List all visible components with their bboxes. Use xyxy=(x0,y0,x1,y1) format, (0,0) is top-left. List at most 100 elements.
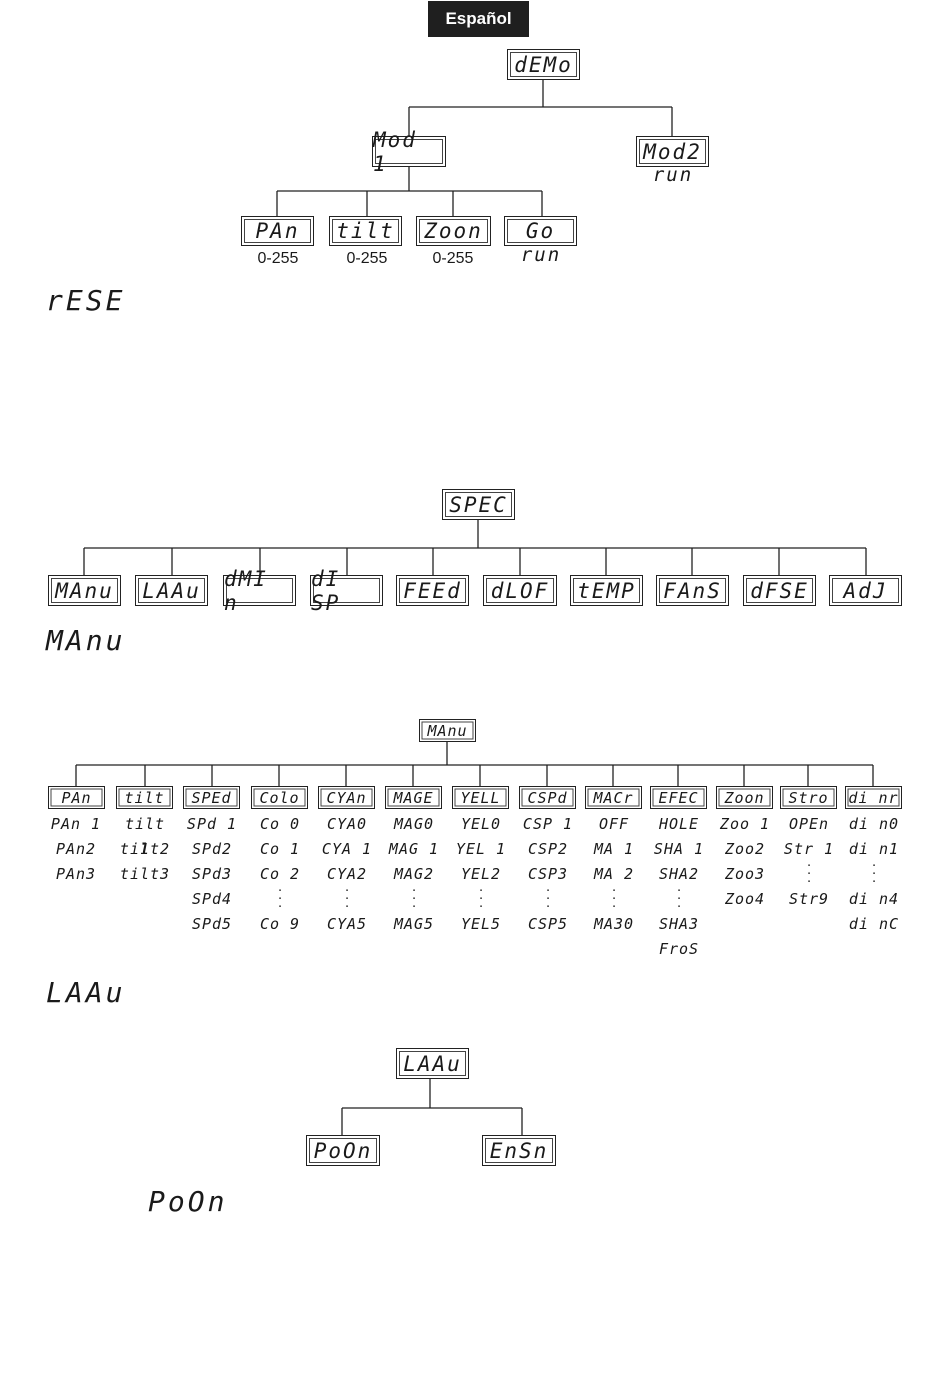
list-item: di n1 xyxy=(848,840,900,858)
list-item: Str9 xyxy=(788,890,830,908)
list-item: Co 9 xyxy=(259,915,301,933)
manu-column-items: tilt 1 tilt2 tilt3 xyxy=(115,812,175,887)
list-item: tilt 1 xyxy=(124,815,166,858)
list-item: FroS xyxy=(658,940,700,958)
manu-column-box: Colo xyxy=(251,786,308,809)
list-item: Co 2 xyxy=(259,865,301,883)
spec-child-box: MAnu xyxy=(48,575,121,606)
list-item: MAG2 xyxy=(393,865,435,883)
manu-column-items: PAn 1 PAn2 PAn3 xyxy=(46,812,106,887)
manu-column-box: MAGE xyxy=(385,786,442,809)
list-item: PAn 1 xyxy=(50,815,102,833)
manu-column-box: MACr xyxy=(585,786,642,809)
manu-column-box: Stro xyxy=(780,786,837,809)
ellipsis-vertical-icon: ··· xyxy=(870,859,878,888)
heading-poon: PoOn xyxy=(148,1185,228,1218)
list-item: CYA5 xyxy=(326,915,368,933)
demo-child-range: 0-255 xyxy=(346,250,388,267)
list-item: Str 1 xyxy=(783,840,835,858)
manu-column-items: OPEn Str 1 ··· Str9 xyxy=(779,812,839,912)
list-item: CSP2 xyxy=(527,840,569,858)
ellipsis-vertical-icon: ··· xyxy=(610,884,618,913)
laau-child-box: PoOn xyxy=(306,1135,380,1166)
manu-column-box: PAn xyxy=(48,786,105,809)
manu-column-items: CYA0 CYA 1 CYA2 ··· CYA5 xyxy=(317,812,377,937)
spec-child-box: LAAu xyxy=(135,575,208,606)
list-item: MAG0 xyxy=(393,815,435,833)
list-item: CSP3 xyxy=(527,865,569,883)
laau-child-box: EnSn xyxy=(482,1135,556,1166)
list-item: MA 1 xyxy=(593,840,635,858)
list-item: tilt2 xyxy=(119,840,171,858)
list-item: Zoo 1 xyxy=(719,815,771,833)
demo-child-box: PAn xyxy=(241,216,314,246)
list-item: SPd 1 xyxy=(186,815,238,833)
list-item: MA30 xyxy=(593,915,635,933)
list-item: YEL 1 xyxy=(455,840,507,858)
manu-root-box: MAnu xyxy=(419,719,476,742)
manu-column-items: di n0 di n1 ··· di n4 di nC xyxy=(844,812,904,937)
manu-column-box: YELL xyxy=(452,786,509,809)
spec-child-box: AdJ xyxy=(829,575,902,606)
manu-column-items: MAG0 MAG 1 MAG2 ··· MAG5 xyxy=(384,812,444,937)
heading-rese: rESE xyxy=(46,284,126,317)
spec-child-box: dFSE xyxy=(743,575,816,606)
demo-child-box: tilt xyxy=(329,216,402,246)
list-item: MAG5 xyxy=(393,915,435,933)
list-item: HOLE xyxy=(658,815,700,833)
manu-column-box: di nr xyxy=(845,786,902,809)
demo-child-run: run xyxy=(520,244,562,266)
list-item: PAn2 xyxy=(55,840,97,858)
list-item: SPd5 xyxy=(191,915,233,933)
list-item: SPd2 xyxy=(191,840,233,858)
laau-root-box: LAAu xyxy=(396,1048,469,1079)
list-item: tilt3 xyxy=(119,865,171,883)
list-item: YEL0 xyxy=(460,815,502,833)
ellipsis-vertical-icon: ··· xyxy=(410,884,418,913)
ellipsis-vertical-icon: ··· xyxy=(276,884,284,913)
spec-child-box: dLOF xyxy=(483,575,557,606)
list-item: PAn3 xyxy=(55,865,97,883)
list-item: SPd3 xyxy=(191,865,233,883)
spec-child-box: dI SP xyxy=(310,567,383,615)
manu-column-items: SPd 1 SPd2 SPd3 SPd4 SPd5 xyxy=(182,812,242,937)
spec-child-box: FAnS xyxy=(656,575,729,606)
list-item: YEL2 xyxy=(460,865,502,883)
list-item: Co 0 xyxy=(259,815,301,833)
heading-manu: MAnu xyxy=(46,624,126,657)
list-item: di nC xyxy=(848,915,900,933)
manu-column-items: YEL0 YEL 1 YEL2 ··· YEL5 xyxy=(451,812,511,937)
list-item: YEL5 xyxy=(460,915,502,933)
ellipsis-vertical-icon: ··· xyxy=(675,884,683,913)
demo-child-box: Go xyxy=(504,216,577,246)
list-item: SHA2 xyxy=(658,865,700,883)
list-item: MAG 1 xyxy=(388,840,440,858)
manu-column-box: CSPd xyxy=(519,786,576,809)
language-tab: Español xyxy=(428,1,529,37)
demo-child-range: 0-255 xyxy=(257,250,299,267)
list-item: OFF xyxy=(598,815,630,833)
list-item: CYA 1 xyxy=(321,840,373,858)
manu-column-items: HOLE SHA 1 SHA2 ··· SHA3 FroS xyxy=(649,812,709,962)
list-item: Zoo4 xyxy=(724,890,766,908)
spec-root-box: SPEC xyxy=(442,489,515,520)
list-item: CSP 1 xyxy=(522,815,574,833)
manu-column-items: Zoo 1 Zoo2 Zoo3 Zoo4 xyxy=(715,812,775,912)
manu-column-box: Zoon xyxy=(716,786,773,809)
list-item: CSP5 xyxy=(527,915,569,933)
manu-column-box: CYAn xyxy=(318,786,375,809)
demo-child-box: Zoon xyxy=(416,216,491,246)
ellipsis-vertical-icon: ··· xyxy=(805,859,813,888)
list-item: di n4 xyxy=(848,890,900,908)
ellipsis-vertical-icon: ··· xyxy=(544,884,552,913)
manu-column-items: Co 0 Co 1 Co 2 ··· Co 9 xyxy=(250,812,310,937)
manu-column-items: OFF MA 1 MA 2 ··· MA30 xyxy=(584,812,644,937)
list-item: Zoo2 xyxy=(724,840,766,858)
spec-child-box: FEEd xyxy=(396,575,469,606)
list-item: CYA2 xyxy=(326,865,368,883)
ellipsis-vertical-icon: ··· xyxy=(477,884,485,913)
list-item: di n0 xyxy=(848,815,900,833)
demo-root-box: dEMo xyxy=(507,49,580,80)
mod2-box: Mod2 xyxy=(636,136,709,167)
